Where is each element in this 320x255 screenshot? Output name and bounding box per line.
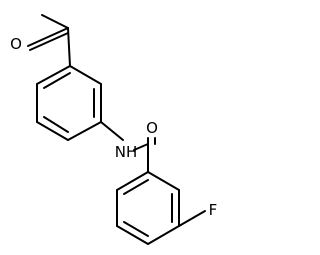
bond-carbonyl-ketone-2 (29, 32, 69, 51)
atom-label-group: O NH O F (10, 35, 217, 219)
bond-ring1-inner-1 (43, 72, 71, 89)
bond-ring1-c (67, 121, 102, 141)
bond-ring-nitrogen (100, 121, 124, 141)
structure-canvas: O NH O F (10, 14, 217, 245)
bond-ring1-inner-3 (43, 116, 69, 133)
bond-nitrogen-carbonyl (133, 143, 149, 151)
bond-ring2-f (116, 171, 149, 191)
bond-ring2-d (116, 225, 149, 245)
nitrogen-amide-label: NH (115, 143, 138, 161)
bond-acetyl-ring (67, 27, 71, 67)
bond-carbonyl-ketone-1 (27, 27, 69, 47)
bond-ring1-d (36, 121, 69, 141)
bond-ring2-inner-3 (123, 221, 149, 237)
bond-ring-fluorine (178, 210, 206, 227)
bond-ring2-c (147, 225, 180, 245)
bond-ring1-f (36, 65, 71, 85)
bond-ring2-inner-1 (123, 179, 149, 195)
bond-methyl (41, 14, 69, 29)
fluorine-label: F (209, 201, 218, 219)
bond-group (27, 14, 206, 245)
oxygen-ketone-label: O (10, 35, 22, 53)
bond-ring2-a (147, 171, 180, 191)
molecule-drawing: O NH O F (10, 14, 217, 245)
oxygen-amide-label: O (146, 119, 158, 137)
bond-ring1-a (69, 65, 102, 85)
